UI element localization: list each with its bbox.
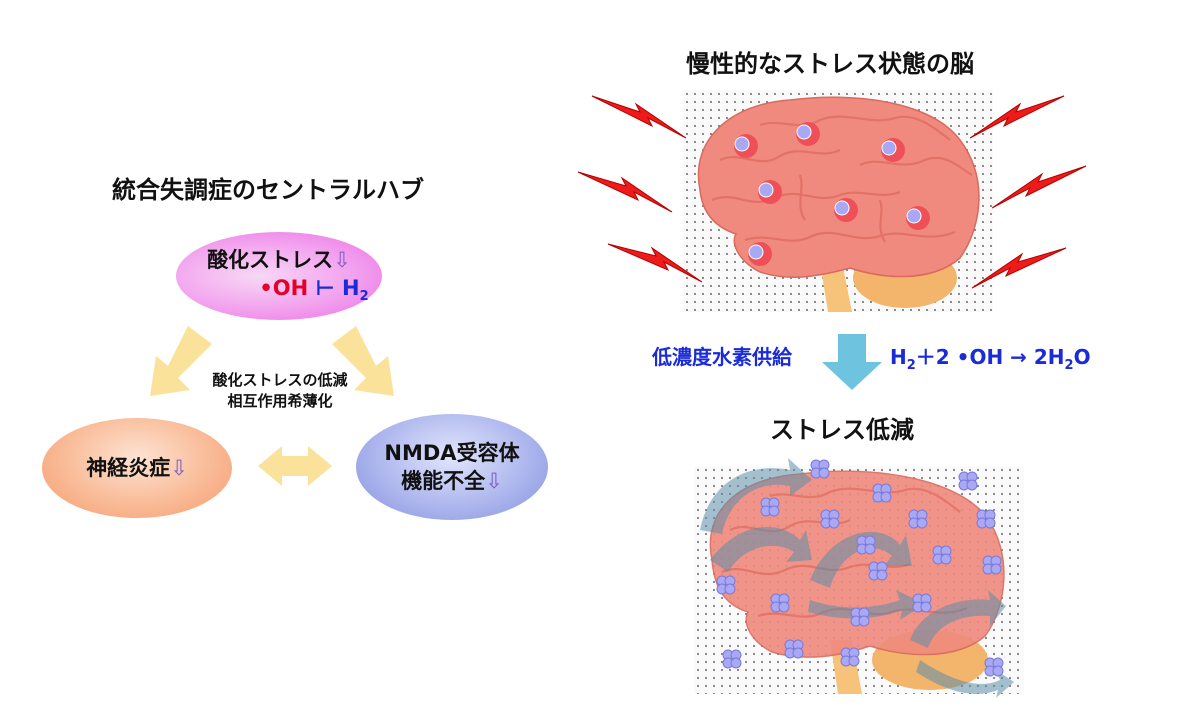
h2-cluster [810,459,830,479]
nmda-label-line1: NMDA受容体 [384,440,520,465]
h2-cluster [912,593,932,613]
h2-cluster [932,545,952,565]
stress-reduced-title: ストレス低減 [770,416,914,444]
flow-arrow [910,590,1006,648]
center-note-line1: 酸化ストレスの低減 [212,371,348,389]
h2-cluster [840,647,860,667]
stress-lightning [577,95,1087,289]
h2-cluster [716,575,736,595]
lightning-icon [607,243,703,283]
reaction-equation: H2＋2 •OH → 2H2O [890,345,1091,373]
flow-arrow [700,458,812,534]
h2-cluster [784,639,804,659]
h2-cluster [770,593,790,613]
inhibit-icon: ⊢ [315,276,335,301]
flow-arrow [810,531,912,588]
central-hub-title: 統合失調症のセントラルハブ [112,176,424,204]
h2-cluster [982,555,1002,575]
h2-cluster [976,509,996,529]
supply-down-arrow [822,334,882,390]
h2-cluster [856,535,876,555]
flow-arrow [808,590,925,620]
flow-arrow [710,526,812,572]
h2-cluster [908,509,928,529]
h2-cluster [872,483,892,503]
h2-cluster [760,497,780,517]
lightning-icon [971,247,1067,289]
oxidative-stress-label: 酸化ストレス [207,247,334,272]
lightning-icon [969,95,1065,139]
h2-cluster [850,607,870,627]
hydrogen-clusters [716,459,1004,677]
nmda-node: NMDA受容体 機能不全⇩ [356,414,548,520]
hydrogen-molecule: H2 [342,276,369,305]
center-note: 酸化ストレスの低減 相互作用希薄化 [200,370,360,412]
lightning-icon [577,171,673,213]
down-arrow-icon: ⇩ [333,247,351,272]
center-note-line2: 相互作用希薄化 [227,392,333,410]
h2-cluster [984,657,1004,677]
lightning-icon [991,165,1087,209]
hydroxyl-radical: •OH [259,276,309,301]
lightning-icon [591,95,687,139]
h2-cluster [820,509,840,529]
cerebrum [697,96,980,278]
neuroinflammation-node: 神経炎症⇩ [42,418,232,518]
flow-arrows [700,458,1014,698]
chronic-stress-title: 慢性的なストレス状態の脳 [686,50,974,78]
neuroinflammation-label: 神経炎症 [86,455,171,480]
down-arrow-icon: ⇩ [170,455,188,480]
down-arrow-icon: ⇩ [485,469,503,493]
h2-cluster [722,649,742,669]
arrow-to-nmda [332,326,394,396]
flow-arrow [916,660,1014,698]
double-arrow [258,446,332,486]
hydrogen-supply-label: 低濃度水素供給 [652,345,792,369]
h2-cluster [868,561,888,581]
h2-cluster [958,471,978,491]
arrow-to-neuroinflammation [150,326,212,396]
oxidative-stress-node: 酸化ストレス⇩ •OH ⊢ H2 [176,232,382,320]
brain-stem [820,262,852,312]
nmda-label-line2: 機能不全 [401,469,486,493]
radical-spots [734,122,930,266]
